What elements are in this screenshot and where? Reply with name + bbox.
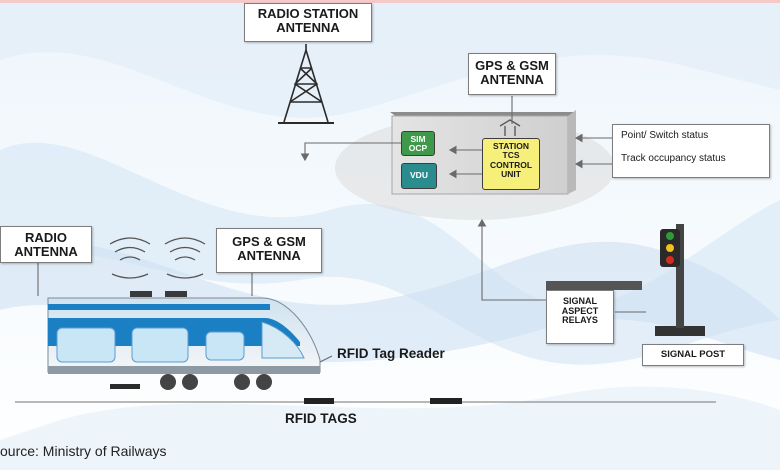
label-line: STATION [492, 141, 530, 151]
train-icon [47, 291, 321, 390]
rfid-tag [430, 398, 462, 404]
status-inputs-box: Point/ Switch status Track occupancy sta… [612, 124, 770, 178]
antenna-icon [499, 119, 521, 136]
station-gps-gsm-antenna-label: GPS & GSM ANTENNA [468, 53, 556, 95]
label-line: ANTENNA [237, 248, 301, 264]
track-occupancy-status-label: Track occupancy status [621, 152, 726, 164]
connector-line [477, 218, 546, 301]
signal-aspect-relays-box: SIGNAL ASPECT RELAYS [546, 290, 614, 344]
label-line: TCS [502, 150, 520, 161]
label-line: RADIO STATION [257, 6, 359, 21]
rfid-tag-reader-label: RFID Tag Reader [337, 346, 445, 361]
label-line: UNIT [501, 169, 521, 180]
label-line: RADIO [25, 230, 67, 245]
label-line: CONTROL [489, 159, 533, 170]
label-line: RELAYS [562, 315, 598, 326]
top-strip [0, 0, 780, 3]
label-line: ANTENNA [480, 72, 544, 88]
label-line: GPS & GSM [232, 234, 306, 249]
signal-post-label: SIGNAL POST [642, 344, 744, 366]
radio-wave-icon [109, 237, 206, 279]
radio-station-antenna-label: RADIO STATION ANTENNA [244, 3, 372, 42]
swirl-wave [0, 386, 780, 470]
sim-ocp-unit: SIM OCP [401, 131, 435, 156]
label-line: ASPECT [561, 305, 599, 316]
vdu-label: VDU [410, 170, 428, 180]
label-line: OCP [408, 143, 428, 154]
label-line: ANTENNA [276, 20, 340, 36]
vdu-unit: VDU [401, 163, 437, 189]
label-line: GPS & GSM [475, 58, 549, 73]
rfid-tag [304, 398, 334, 404]
station-tcs-control-unit: STATION TCS CONTROL UNIT [482, 138, 540, 190]
train-gps-gsm-antenna-label: GPS & GSM ANTENNA [216, 228, 322, 273]
point-switch-status-label: Point/ Switch status [621, 130, 709, 141]
label-line: SIM [410, 134, 426, 144]
connector-line [300, 142, 405, 162]
signal-post-icon [655, 224, 705, 336]
label-line: SIGNAL [562, 296, 597, 306]
relay-cabinet-top [546, 281, 642, 290]
radio-antenna-label: RADIO ANTENNA [0, 226, 92, 263]
label-line: ANTENNA [14, 244, 78, 260]
swirl-wave [0, 0, 780, 118]
source-caption: ource: Ministry of Railways [0, 443, 167, 459]
radio-tower-icon [278, 44, 334, 124]
rfid-tags-label: RFID TAGS [285, 411, 357, 426]
